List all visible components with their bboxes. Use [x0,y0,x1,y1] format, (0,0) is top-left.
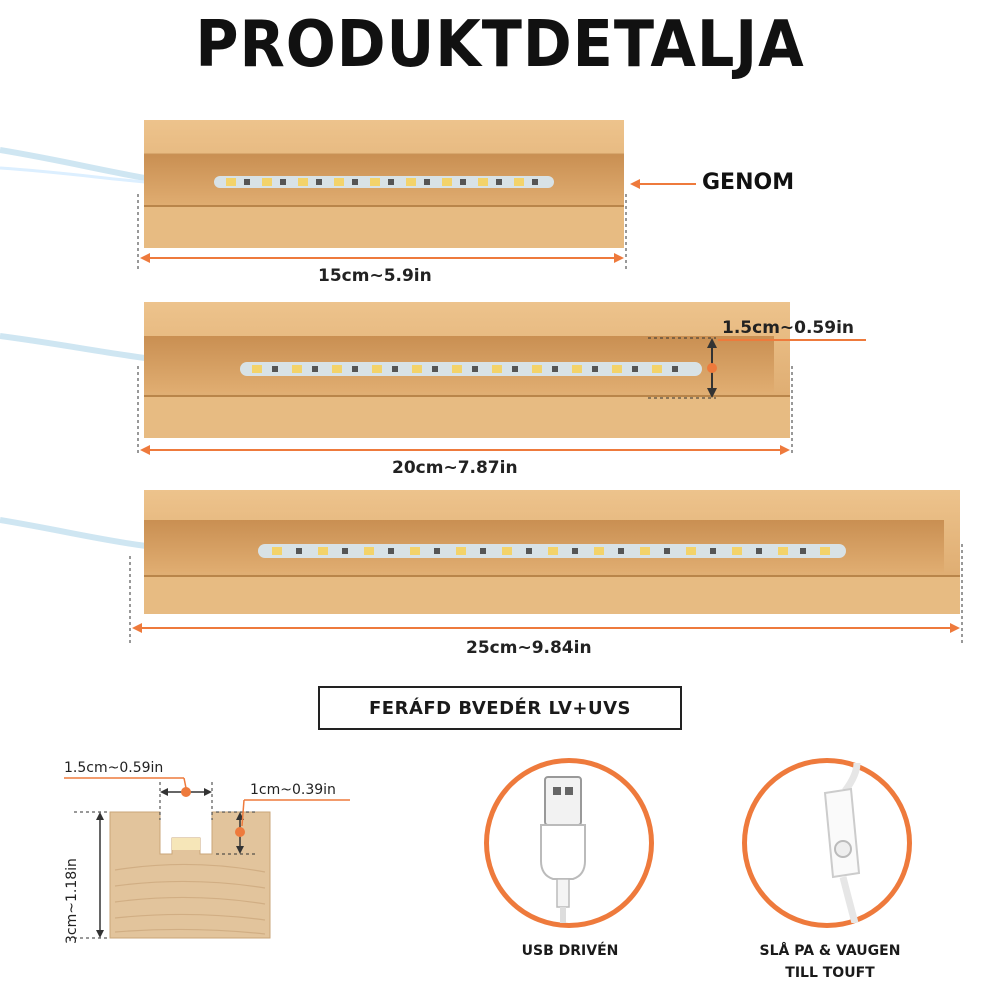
cross-height-label: 3cm~1.18in [64,858,80,944]
slot-width-label: 1.5cm~0.59in [722,318,855,338]
small-base-illustration [0,120,696,270]
switch-caption-line2: TILL TOUFT [785,965,875,981]
cross-section-illustration [64,777,350,939]
wood-cross-section [109,811,271,939]
technology-label: FERÁFD BVEDÉR LV+UVS [318,686,682,730]
switch-caption-line1: SLÅ PA & VAUGEN [759,943,901,959]
usb-plug-icon [540,776,586,923]
dimension-large: 25cm~9.84in [466,638,592,658]
cross-slot-width-label: 1.5cm~0.59in [64,760,164,776]
through-callout: GENOM [702,170,795,195]
usb-cable [0,333,146,361]
switch-feature-circle [742,758,912,928]
led-strip-section [172,838,200,850]
usb-cable [0,147,146,181]
usb-feature-circle [484,758,654,928]
inline-switch-icon [823,762,861,924]
dimension-small: 15cm~5.9in [318,266,432,286]
cross-slot-depth-label: 1cm~0.39in [250,782,336,798]
dimension-medium: 20cm~7.87in [392,458,518,478]
large-base-illustration [0,490,963,644]
usb-cable [0,517,147,549]
switch-caption: SLÅ PA & VAUGEN TILL TOUFT [720,940,940,984]
usb-caption: USB DRIVÉN [521,943,619,959]
led-strip [240,362,702,376]
page-title: PRODUKTDETALJA [195,8,805,82]
medium-base-illustration [0,302,866,456]
